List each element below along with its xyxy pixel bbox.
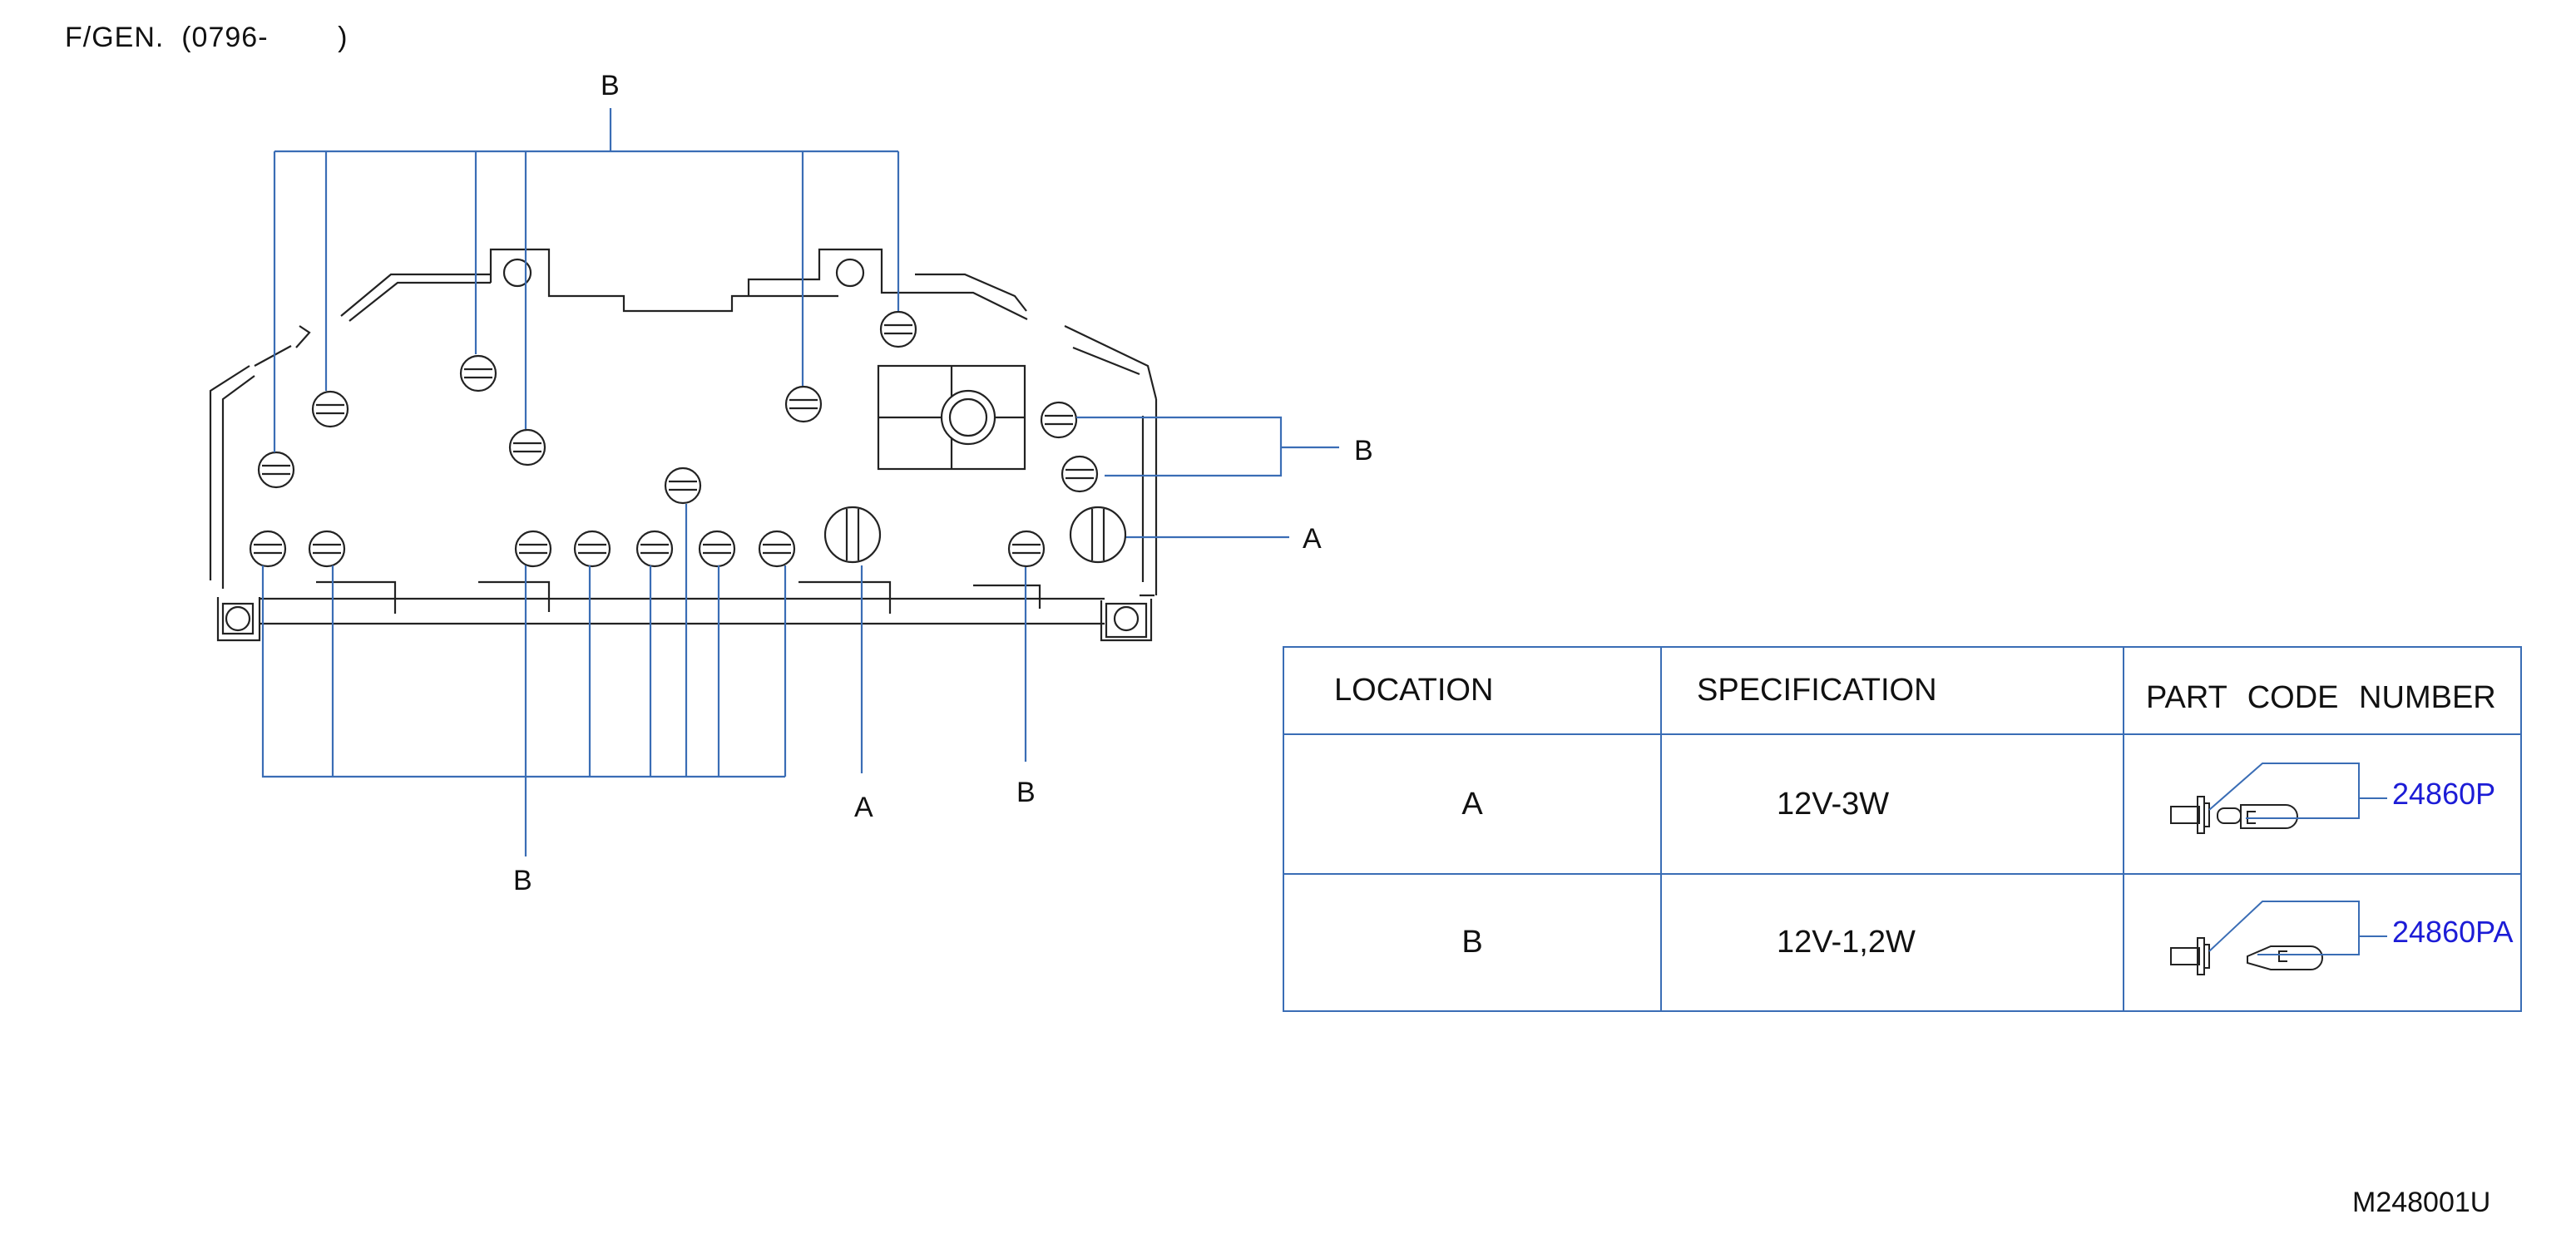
bulb-socket-a	[823, 506, 882, 564]
page-title: F/GEN. (0796- )	[65, 22, 349, 53]
mount-hole-top-right	[835, 258, 865, 288]
specification-cell: 12V-1,2W	[1660, 873, 2124, 1012]
bulb-socket-b	[573, 530, 611, 568]
bulb-socket-b	[508, 428, 546, 466]
housing-outline-segment	[254, 325, 311, 367]
part-code-cell: 24860PA	[2123, 873, 2522, 1012]
reference-code: M248001U	[2352, 1187, 2491, 1218]
mount-bracket-right	[1105, 602, 1148, 639]
part-code-a: 24860P	[2392, 777, 2496, 811]
housing-outline-segment	[1064, 325, 1158, 400]
specification-cell: 12V-3W	[1660, 733, 2124, 875]
bulb-socket-b	[784, 385, 823, 423]
bulb-socket-b	[257, 451, 295, 489]
mount-hole-left	[225, 605, 251, 632]
leader-line	[1076, 416, 1339, 477]
bulb-a-icon	[2170, 763, 2387, 834]
header-location: LOCATION	[1283, 646, 1662, 735]
leader-line	[331, 504, 787, 777]
callout-a-right: A	[1303, 523, 1322, 555]
callout-a-bottom: A	[854, 792, 873, 823]
header-part-code: PART CODE NUMBER	[2123, 646, 2522, 735]
part-code-cell: 24860P	[2123, 733, 2522, 875]
bulb-b-icon	[2170, 901, 2387, 975]
housing-outline-segment	[747, 248, 915, 296]
bulb-socket-b	[635, 530, 674, 568]
table-header-row: LOCATION SPECIFICATION PART CODE NUMBER	[1283, 646, 2522, 735]
callout-b-bottom: B	[513, 865, 532, 896]
leader-line	[261, 565, 785, 778]
leader-line	[274, 108, 898, 153]
housing-outline-segment	[209, 365, 255, 589]
bulb-socket-b	[311, 390, 349, 428]
table-row: B 12V-1,2W 24860PA	[1283, 873, 2522, 1012]
mount-bracket-left	[221, 602, 255, 635]
bulb-socket-b	[664, 466, 702, 505]
leader-lines	[261, 108, 1339, 856]
part-code-b: 24860PA	[2392, 915, 2514, 949]
housing-outline-segment	[216, 597, 1153, 642]
meter-housing-outline	[209, 248, 1158, 642]
bulb-socket-b	[698, 530, 736, 568]
location-cell: A	[1283, 733, 1662, 875]
bulb-spec-table: LOCATION SPECIFICATION PART CODE NUMBER …	[1283, 646, 2522, 1012]
bulb-socket-a	[1069, 506, 1127, 564]
bulb-socket-b	[758, 530, 796, 568]
bulb-socket-b	[879, 310, 917, 348]
header-specification: SPECIFICATION	[1660, 646, 2124, 735]
housing-outline-segment	[260, 597, 1105, 625]
bulb-socket-b	[514, 530, 552, 568]
housing-outline-segment	[340, 273, 491, 322]
housing-outline-segment	[915, 273, 1028, 320]
callout-b-right: B	[1354, 435, 1373, 466]
callout-b-bottom-right: B	[1016, 777, 1036, 808]
bulb-socket-b	[1061, 455, 1099, 493]
center-module-hub	[948, 397, 988, 437]
housing-outline-segment	[489, 248, 838, 313]
leader-line	[273, 151, 900, 452]
mount-hole-right	[1113, 605, 1140, 632]
mount-hole-top-left	[502, 258, 532, 288]
bulb-socket-b	[1007, 530, 1046, 568]
table-row: A 12V-3W 24860P	[1283, 733, 2522, 875]
bulb-socket-b	[1040, 401, 1078, 439]
housing-outline-segment	[1140, 399, 1158, 597]
bulb-socket-b	[459, 354, 497, 392]
bulb-sockets	[249, 310, 1127, 568]
bulb-socket-b	[249, 530, 287, 568]
housing-outline-segment	[316, 580, 1041, 614]
callout-b-top: B	[601, 70, 620, 101]
location-cell: B	[1283, 873, 1662, 1012]
bulb-socket-b	[308, 530, 346, 568]
